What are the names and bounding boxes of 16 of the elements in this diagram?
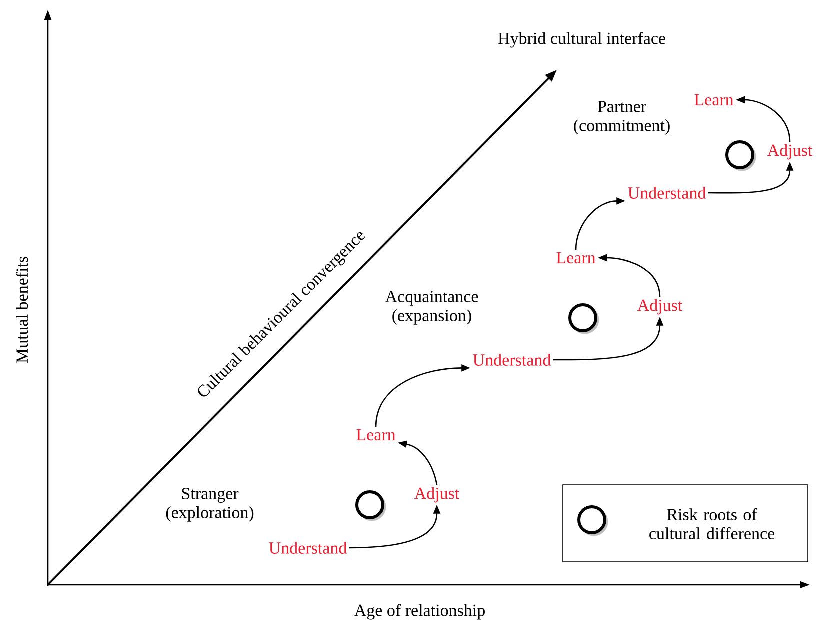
step-label: Understand: [269, 542, 347, 554]
step-label: Adjust: [768, 144, 813, 160]
text-label: Acquaintance (expansion): [385, 291, 478, 325]
step-label: Learn: [356, 429, 396, 441]
text-label: Hybrid cultural interface: [498, 32, 666, 48]
text-label: Stranger (exploration): [166, 488, 254, 522]
text-label: Partner (commitment): [574, 101, 670, 135]
text-label: Age of relationship: [354, 604, 485, 620]
step-label: Understand: [473, 354, 551, 366]
step-label: Adjust: [414, 487, 460, 503]
step-label: Adjust: [638, 299, 683, 315]
step-label: Learn: [556, 252, 596, 264]
step-label: Understand: [628, 187, 706, 199]
text-label: Mutual benefits: [16, 257, 28, 364]
step-label: Learn: [694, 94, 734, 106]
legend-text: Risk roots of cultural difference: [650, 508, 775, 540]
